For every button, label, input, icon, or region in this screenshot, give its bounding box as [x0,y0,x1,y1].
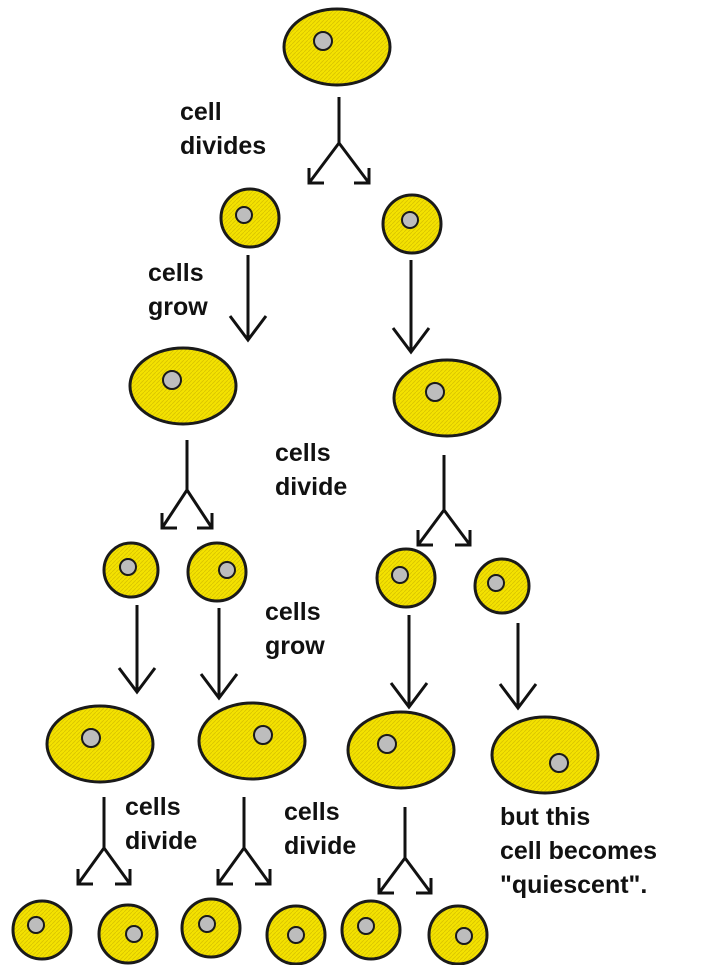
cell-gen3-f [429,906,487,964]
arrow-grow-2d [500,623,536,708]
nucleus [199,916,215,932]
cell-gen1-left-grown [130,348,236,424]
arrow-divide-3a [78,797,130,884]
arrow-grow-2a [119,605,155,692]
cell-gen0 [284,9,390,85]
cell-gen1-right-grown [394,360,500,436]
arrow-divide-3b [218,797,270,884]
cell-gen3-d [267,906,325,964]
cell-body [284,9,390,85]
cell-gen2-a-grown [47,706,153,782]
arrow-divide-3c [379,807,431,893]
nucleus [378,735,396,753]
cell-body [47,706,153,782]
arrow-grow-2b [201,608,237,698]
nucleus [288,927,304,943]
cell-gen3-e [342,901,400,959]
cell-gen2-c-grown [348,712,454,788]
arrow-grow-1a [230,255,266,340]
nucleus [254,726,272,744]
nucleus [120,559,136,575]
cell-gen1-left [221,189,279,247]
nucleus [126,926,142,942]
nucleus [28,917,44,933]
nucleus [456,928,472,944]
nucleus [488,575,504,591]
arrow-grow-2c [391,615,427,707]
cell-gen2-b [188,543,246,601]
cell-gen3-c [182,899,240,957]
cell-quiescent [492,717,598,793]
nucleus [358,918,374,934]
label-cells-divide-2: cells divide [125,790,197,858]
cell-body [348,712,454,788]
arrow-divide-2 [418,455,470,545]
cell-body [199,703,305,779]
label-cells-grow-2: cells grow [265,595,325,663]
arrow-divide-0 [309,97,369,183]
label-cells-divide-3: cells divide [284,795,356,863]
arrow-divide-1 [162,440,212,528]
cell-gen1-right [383,195,441,253]
nucleus [402,212,418,228]
label-cells-divide-1: cells divide [275,436,347,504]
cell-body [188,543,246,601]
cell-gen2-b-grown [199,703,305,779]
cell-gen2-d [475,559,529,613]
nucleus [82,729,100,747]
label-quiescent-note: but this cell becomes "quiescent". [500,800,657,902]
cell-gen3-a [13,901,71,959]
nucleus [314,32,332,50]
nucleus [219,562,235,578]
label-cells-grow-1: cells grow [148,256,208,324]
arrow-grow-1b [393,260,429,352]
cell-body [492,717,598,793]
cell-body [394,360,500,436]
nucleus [236,207,252,223]
nucleus [426,383,444,401]
nucleus [392,567,408,583]
cell-gen2-c [377,549,435,607]
cell-gen3-b [99,905,157,963]
nucleus [163,371,181,389]
cell-gen2-a [104,543,158,597]
nucleus [550,754,568,772]
cell-body [130,348,236,424]
label-cell-divides: cell divides [180,95,266,163]
